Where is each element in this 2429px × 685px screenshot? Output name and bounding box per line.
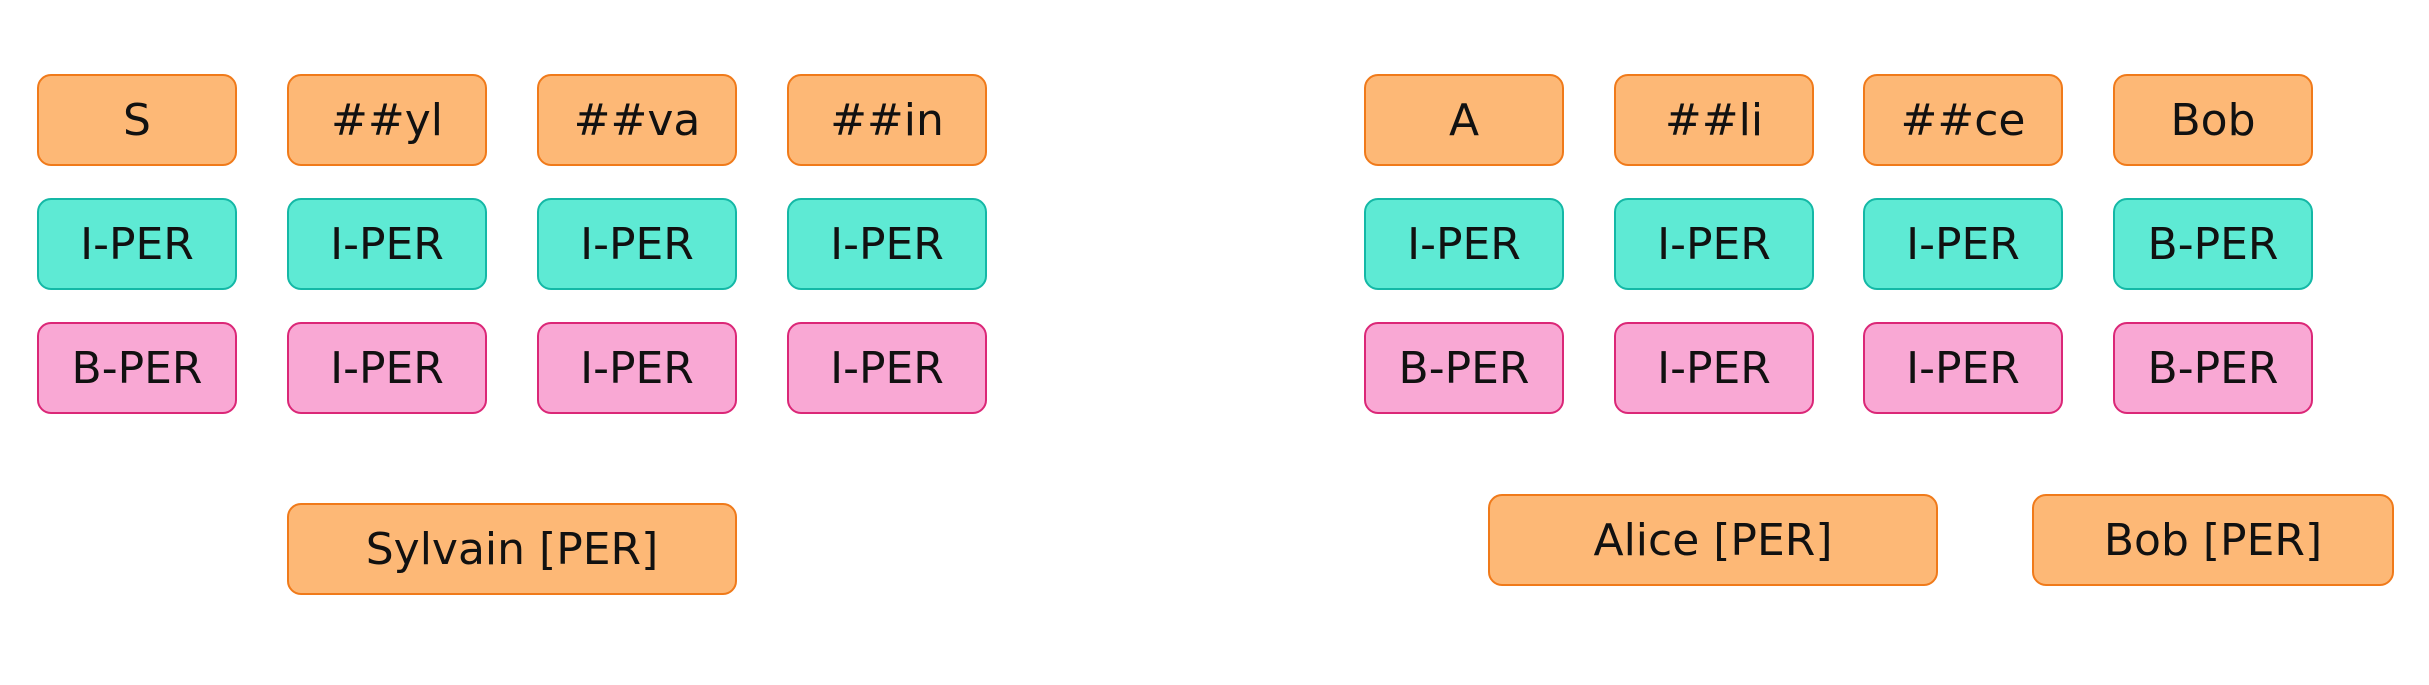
token-box: Bob (2113, 74, 2313, 166)
label-box: I-PER (1614, 198, 1814, 290)
entity-box-bob: Bob [PER] (2032, 494, 2394, 586)
prediction-box: I-PER (1614, 322, 1814, 414)
prediction-box: I-PER (1863, 322, 2063, 414)
prediction-box: I-PER (537, 322, 737, 414)
prediction-box: B-PER (37, 322, 237, 414)
token-box: ##ce (1863, 74, 2063, 166)
label-box: I-PER (1863, 198, 2063, 290)
token-box: A (1364, 74, 1564, 166)
label-box: B-PER (2113, 198, 2313, 290)
label-box: I-PER (37, 198, 237, 290)
label-box: I-PER (537, 198, 737, 290)
prediction-box: B-PER (2113, 322, 2313, 414)
label-box: I-PER (787, 198, 987, 290)
token-box: ##li (1614, 74, 1814, 166)
entity-box-sylvain: Sylvain [PER] (287, 503, 737, 595)
label-box: I-PER (287, 198, 487, 290)
token-box: S (37, 74, 237, 166)
token-box: ##in (787, 74, 987, 166)
entity-box-alice: Alice [PER] (1488, 494, 1938, 586)
label-box: I-PER (1364, 198, 1564, 290)
prediction-box: I-PER (787, 322, 987, 414)
token-box: ##yl (287, 74, 487, 166)
token-box: ##va (537, 74, 737, 166)
prediction-box: I-PER (287, 322, 487, 414)
prediction-box: B-PER (1364, 322, 1564, 414)
